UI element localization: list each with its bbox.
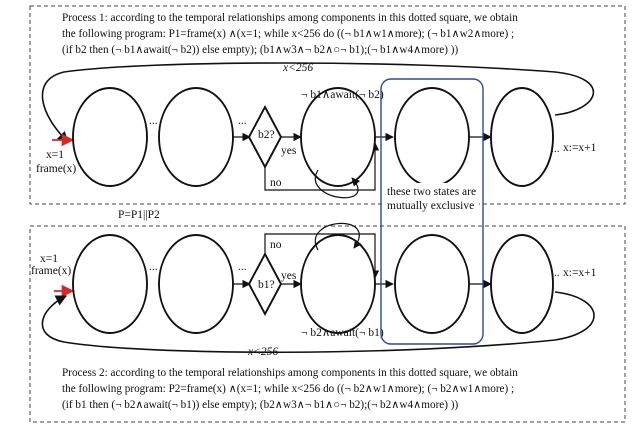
exclusion-note-line1: these two states are	[387, 186, 476, 198]
process2-end-label: x:=x+1	[563, 267, 597, 279]
process1-await-label: ¬ b1∧await(¬ b2)	[301, 89, 384, 101]
exclusion-note-backdrop	[385, 183, 479, 213]
process1-dots-3: ...	[551, 143, 560, 155]
process1-text-line1: Process 1: according to the temporal rel…	[62, 12, 518, 24]
process2-no-path	[264, 233, 380, 279]
process2-self-loop	[314, 222, 362, 251]
process2-dots-3: ...	[551, 267, 560, 279]
process1-loop-label: x<256	[282, 62, 313, 74]
process2-init-frame: frame(x)	[31, 265, 71, 277]
process2-init-x: x=1	[40, 253, 58, 265]
process2-loop-arrow	[41, 291, 595, 354]
exclusion-note-line2: mutually exclusive	[387, 200, 474, 212]
process1-init-x: x=1	[46, 149, 64, 161]
process1-loop-arrow	[41, 62, 595, 143]
process1-decision-label: b2?	[258, 129, 275, 141]
composition-label: P=P1||P2	[118, 209, 160, 221]
process2-text-line3: (if b1 then (¬ b2∧await(¬ b1)) else empt…	[62, 399, 459, 411]
process2-last-state	[490, 234, 554, 334]
process1-no-label: no	[270, 177, 282, 189]
process1-end-label: x:=x+1	[563, 142, 597, 154]
process1-frame	[29, 5, 626, 205]
process1-dots-2: ...	[238, 115, 247, 127]
process1-no-path	[264, 142, 380, 191]
process2-state-1	[72, 234, 148, 334]
process1-text-line2: the following program: P1=frame(x) ∧(x=1…	[62, 28, 514, 40]
process1-critical-state	[394, 87, 470, 187]
process2-critical-state	[394, 234, 470, 334]
process1-init-frame: frame(x)	[36, 163, 76, 175]
process2-decision-label: b1?	[258, 279, 275, 291]
process2-dots-2: ...	[238, 261, 247, 273]
process1-dots-1: ...	[149, 115, 158, 127]
process2-dots-1: ...	[149, 261, 158, 273]
process2-await-state	[300, 234, 376, 334]
process2-text-line1: Process 2: according to the temporal rel…	[62, 367, 518, 379]
mutual-exclusion-box	[380, 78, 484, 345]
process2-await-label: ¬ b2∧await(¬ b1)	[301, 327, 384, 339]
process1-last-state	[490, 87, 554, 187]
process2-state-2	[158, 234, 234, 334]
process1-await-state	[300, 87, 376, 187]
process2-text-line2: the following program: P2=frame(x) ∧(x=1…	[62, 383, 514, 395]
process2-no-label: no	[270, 239, 282, 251]
process2-loop-label: x<256	[247, 346, 278, 358]
process1-text-line3: (if b2 then (¬ b1∧await(¬ b2)) else empt…	[62, 44, 459, 56]
process2-decision-diamond	[247, 251, 283, 317]
process2-yes-label: yes	[281, 270, 297, 282]
process1-state-1	[72, 87, 148, 187]
process1-yes-label: yes	[281, 145, 297, 157]
process1-state-2	[158, 87, 234, 187]
process1-self-loop	[314, 169, 361, 199]
